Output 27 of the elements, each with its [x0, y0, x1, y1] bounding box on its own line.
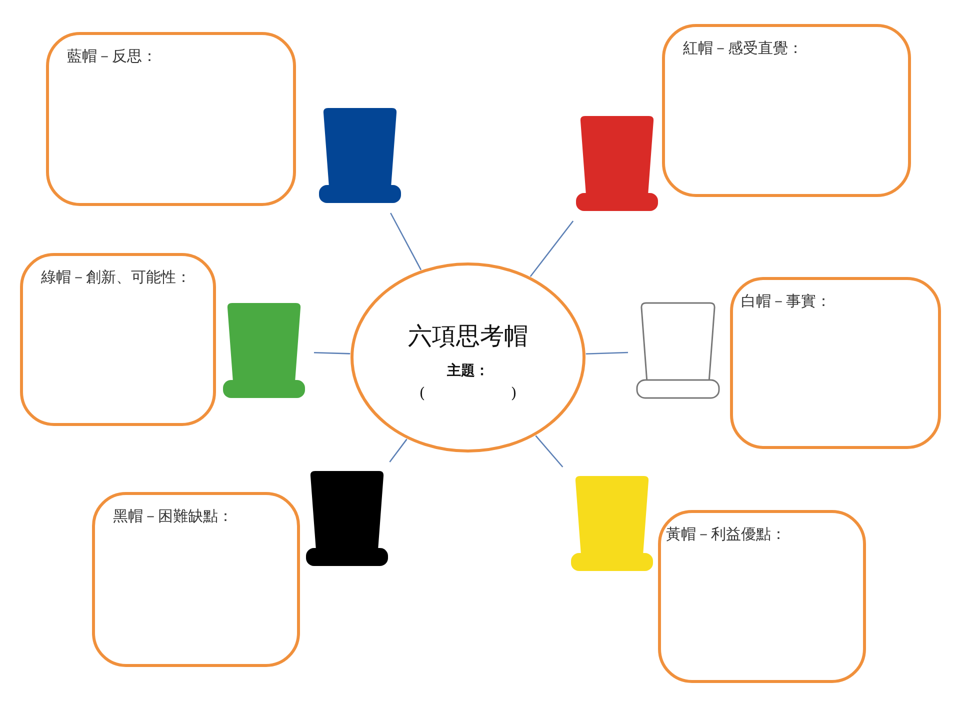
- answer-box: [662, 24, 911, 197]
- top-hat-drawing: [305, 470, 389, 568]
- connector-line: [389, 438, 408, 462]
- connector-line: [530, 220, 574, 277]
- box-heading: 藍帽－反思：: [67, 47, 157, 66]
- answer-box: [730, 277, 941, 449]
- top-hat-drawing: [222, 302, 306, 400]
- topic-blank: ( ): [418, 384, 518, 402]
- box-heading: 綠帽－創新、可能性：: [41, 268, 191, 287]
- connector-line: [586, 352, 628, 355]
- box-heading: 白帽－事實：: [741, 292, 831, 311]
- top-hat-drawing: [570, 475, 654, 573]
- title-text: 六項思考帽: [407, 321, 529, 352]
- answer-box: [92, 492, 300, 667]
- box-heading: 紅帽－感受直覺：: [683, 39, 803, 58]
- top-hat-drawing: [575, 115, 659, 213]
- box-heading: 黑帽－困難缺點：: [113, 507, 233, 526]
- answer-box: [658, 510, 866, 683]
- answer-box: [46, 32, 296, 206]
- connector-line: [390, 212, 422, 270]
- top-hat-drawing: [636, 302, 720, 400]
- box-heading: 黃帽－利益優點：: [666, 525, 786, 544]
- topic-label: 主題：: [446, 362, 490, 380]
- connector-line: [314, 352, 350, 354]
- top-hat-drawing: [318, 107, 402, 205]
- answer-box: [20, 253, 216, 426]
- connector-line: [535, 435, 564, 468]
